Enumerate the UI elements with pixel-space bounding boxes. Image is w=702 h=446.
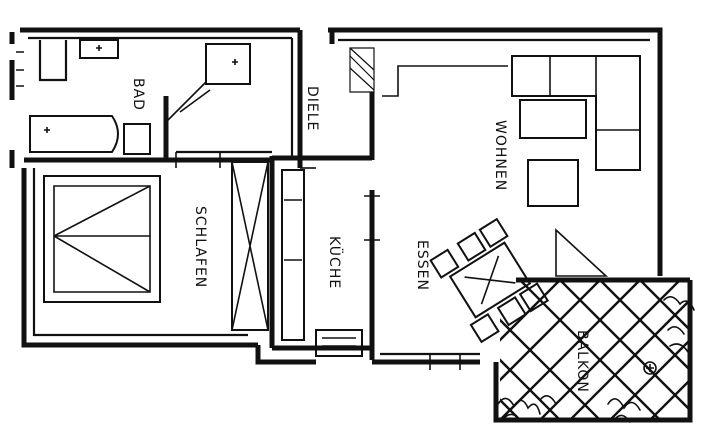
bathtub (29, 115, 119, 153)
room-label-diele: DIELE (304, 86, 320, 131)
bathroom (16, 39, 251, 163)
room-label-kueche: KÜCHE (326, 236, 344, 289)
room-label-bad: BAD (130, 78, 146, 111)
room-label-schlafen: SCHLAFEN (192, 206, 208, 288)
bed (43, 175, 161, 303)
outer-walls-left (9, 27, 316, 365)
room-label-balkon: BALKON (574, 330, 590, 393)
coffee-table (519, 99, 587, 139)
living-room (511, 55, 663, 277)
room-label-wohnen: WOHNEN (492, 120, 508, 191)
toilet (123, 123, 151, 155)
shower (205, 43, 251, 85)
armchair (527, 159, 579, 207)
counter (281, 169, 305, 341)
balcony (372, 277, 695, 423)
sofa (511, 55, 641, 171)
room-label-essen: ESSEN (414, 240, 430, 291)
kitchen (272, 155, 372, 357)
dining-area (429, 217, 550, 344)
hallway (328, 27, 663, 360)
bedroom (43, 150, 275, 348)
doors (175, 152, 461, 370)
stove (315, 329, 363, 357)
